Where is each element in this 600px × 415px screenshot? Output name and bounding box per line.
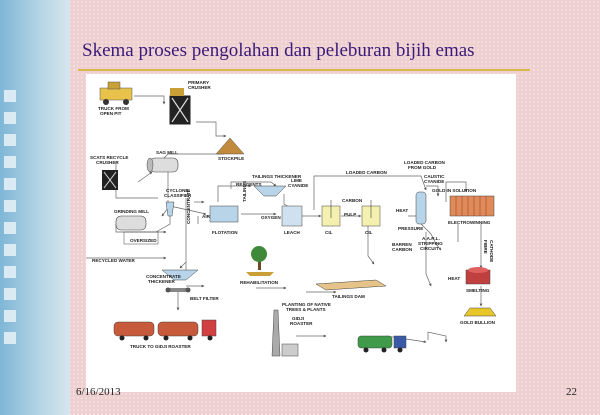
label-concentrate-thickener: CONCENTRATE [146,274,181,279]
grinding-mill-icon [115,215,147,231]
label-cil-1: CIL [325,230,333,235]
label-tailings-dam: TAILINGS DAM [332,294,365,299]
left-decorative-bar [0,0,70,415]
label-pressure: PRESSURE [398,226,423,231]
label-cathode: CATHODE [489,240,494,262]
label-cyanide: CYANIDE [288,183,308,188]
label-barren-carbon: CARBON [392,247,413,252]
label-primary-crusher-2: CRUSHER [188,85,211,90]
label-reagents: REAGENTS [236,182,262,187]
label-electrowinning: ELECTROWINNING [448,220,491,225]
stockpile-icon [215,137,245,155]
label-caustic-cyanide: CYANIDE [424,179,444,184]
primary-crusher-icon [169,88,191,125]
label-scats-recycle: SCATS RECYCLE [90,155,128,160]
label-gidji-roaster: ROASTER [290,321,313,326]
label-oxygen: OXYGEN [261,215,281,220]
label-gold-bullion: GOLD BULLION [460,320,496,325]
slide-date: 6/16/2013 [76,386,121,398]
aarl-column-icon [415,191,427,225]
label-leach: LEACH [284,230,301,235]
label-oversized: OVERSIZED [130,238,157,243]
title-rule [78,69,530,71]
label-smelting: SMELTING [466,288,490,293]
label-cyclone: CYCLONE [166,188,188,193]
label-lime: LIME [291,178,302,183]
flotation-tank-icon [209,205,239,223]
concentrate-thickener-icon [161,269,199,281]
label-heat-2: HEAT [448,276,460,281]
transport-truck-icon [357,335,407,353]
decor-square [4,178,16,190]
slide-page-number: 22 [566,386,577,398]
label-classifier: CLASSIFIER [164,193,192,198]
decor-square [4,222,16,234]
label-aarl-circuit: CIRCUIT [420,246,439,251]
label-planting-2: TREES & PLANTS [286,307,326,312]
process-diagram: TRUCK FROM OPEN PIT PRIMARY CRUSHER STOC… [86,74,516,392]
oversized-box [123,231,159,245]
label-belt-filter: BELT FILTER [190,296,219,301]
label-concentrate-vertical: CONCENTRATE [186,189,191,224]
decor-square [4,244,16,256]
decor-square [4,310,16,322]
leach-tank-icon [281,205,303,227]
label-sag-mill: SAG MILL [156,150,178,155]
gold-bullion-icon [463,307,497,317]
decor-square [4,288,16,300]
label-loaded-carbon-gold-2: FROM GOLD [408,165,437,170]
decor-square [4,266,16,278]
decor-square [4,90,16,102]
decor-square [4,332,16,344]
tailings-dam-icon [315,279,387,291]
label-loaded-carbon: LOADED CARBON [346,170,388,175]
smelting-furnace-icon [465,267,491,285]
decor-square [4,112,16,124]
belt-filter-icon [165,287,191,293]
label-primary-crusher: PRIMARY [188,80,209,85]
label-barren: BARREN [392,242,412,247]
label-truck-open-pit-2: OPEN PIT [100,111,122,116]
label-flotation: FLOTATION [212,230,238,235]
label-grinding-mill: GRINDING MILL [114,209,149,214]
tailings-thickener-icon [253,185,287,197]
label-pulp: PULP [344,212,356,217]
label-rehabilitation: REHABILITATION [240,280,279,285]
label-concentrate-thickener-2: THICKENER [148,279,175,284]
tree-icon [246,246,274,276]
label-cathode-fibre: FIBRE [483,240,488,254]
label-aarl: A.A.R.L. [422,236,440,241]
electrowinning-icon [449,195,495,217]
label-stockpile: STOCKPILE [218,156,244,161]
label-gidji: GIDJI [292,316,304,321]
decor-square [4,156,16,168]
truck-icon [99,81,133,105]
label-recycled-water: RECYCLED WATER [92,258,135,263]
decor-square [4,134,16,146]
label-truck-open-pit: TRUCK FROM [98,106,129,111]
scats-crusher-icon [102,170,118,190]
label-carbon: CARBON [342,198,363,203]
label-scats-crusher: CRUSHER [96,160,119,165]
label-caustic: CAUSTIC [424,174,445,179]
road-train-icon [113,319,217,341]
sag-mill-icon [146,157,179,173]
label-cil-2: CIL [365,230,373,235]
label-gold-solution: GOLD IN SOLUTION [432,188,477,193]
label-planting: PLANTING OF NATIVE [282,302,331,307]
roaster-chimney-icon [271,309,299,357]
process-diagram-svg: TRUCK FROM OPEN PIT PRIMARY CRUSHER STOC… [86,80,497,357]
label-loaded-carbon-gold: LOADED CARBON [404,160,446,165]
decor-square [4,200,16,212]
label-heat: HEAT [396,208,408,213]
label-tailings-thickener: TAILINGS THICKENER [252,174,302,179]
label-aarl-stripping: STRIPPING [418,241,443,246]
label-tailings: TAILINGS [242,181,247,202]
label-truck-gidji: TRUCK TO GIDJI ROASTER [130,344,191,349]
cyclone-icon [165,201,175,217]
slide-title: Skema proses pengolahan dan peleburan bi… [82,40,475,61]
label-air: AIR [202,214,211,219]
